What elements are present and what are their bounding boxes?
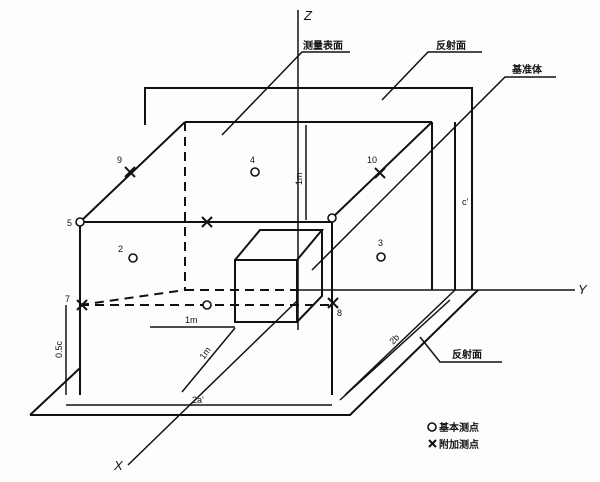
basic-point-2 bbox=[128, 253, 138, 263]
half-c-label: 0.5c bbox=[54, 340, 64, 358]
basic-point-front-right bbox=[327, 213, 337, 223]
reference-body-leader bbox=[311, 76, 556, 271]
reference-body-top-side bbox=[234, 229, 325, 323]
point-2-label: 2 bbox=[118, 244, 123, 254]
z-axis-label: Z bbox=[303, 8, 313, 23]
reflecting-floor-label: 反射面 bbox=[452, 348, 482, 361]
additional-point-10 bbox=[374, 167, 386, 179]
reflecting-wall-leader bbox=[381, 51, 482, 101]
box-top-left-edge bbox=[79, 121, 186, 223]
basic-point-front-bottom bbox=[202, 300, 212, 310]
basic-point-4 bbox=[250, 167, 260, 177]
y-axis-label: Y bbox=[578, 282, 588, 297]
measurement-surface-label: 测量表面 bbox=[303, 39, 343, 52]
reference-body-label: 基准体 bbox=[511, 63, 543, 76]
point-10-label: 10 bbox=[367, 155, 377, 165]
floor-left-edge bbox=[29, 367, 81, 416]
two-a-prime-label: 2a' bbox=[192, 395, 204, 405]
point-9-label: 9 bbox=[117, 155, 122, 165]
legend-basic-point: 基本测点 bbox=[438, 421, 479, 434]
depth-1m-label: 1m bbox=[197, 345, 212, 361]
x-axis-label: X bbox=[113, 458, 124, 473]
x-axis bbox=[127, 299, 299, 466]
basic-point-5 bbox=[75, 217, 85, 227]
two-b-label: 2b bbox=[387, 332, 401, 346]
additional-point-8 bbox=[327, 297, 339, 309]
box-bottom-left-edge bbox=[79, 289, 186, 306]
reflecting-wall bbox=[144, 87, 473, 290]
additional-point-top-front bbox=[201, 216, 213, 228]
floor-inner-edge bbox=[344, 289, 456, 396]
c-prime-label: c' bbox=[462, 197, 469, 207]
two-b-dim bbox=[339, 299, 451, 401]
point-8-label: 8 bbox=[337, 308, 342, 318]
depth-1m-dim bbox=[181, 327, 236, 393]
additional-point-9 bbox=[124, 166, 136, 178]
legend-circle-icon bbox=[427, 422, 437, 432]
reflecting-wall-label: 反射面 bbox=[436, 39, 466, 52]
legend-additional-point: 附加测点 bbox=[439, 438, 479, 451]
point-4-label: 4 bbox=[250, 155, 255, 165]
reflecting-floor-outer bbox=[30, 289, 479, 416]
legend-cross-icon bbox=[428, 439, 437, 448]
horizontal-1m-label: 1m bbox=[185, 315, 198, 325]
additional-point-7 bbox=[76, 299, 88, 311]
point-3-label: 3 bbox=[378, 238, 383, 248]
point-5-label: 5 bbox=[67, 218, 72, 228]
point-7-label: 7 bbox=[65, 294, 70, 304]
height-1m-label: 1m bbox=[294, 172, 304, 185]
measurement-surface-leader bbox=[221, 51, 350, 136]
reflecting-floor-leader bbox=[419, 336, 502, 363]
basic-point-3 bbox=[376, 252, 386, 262]
